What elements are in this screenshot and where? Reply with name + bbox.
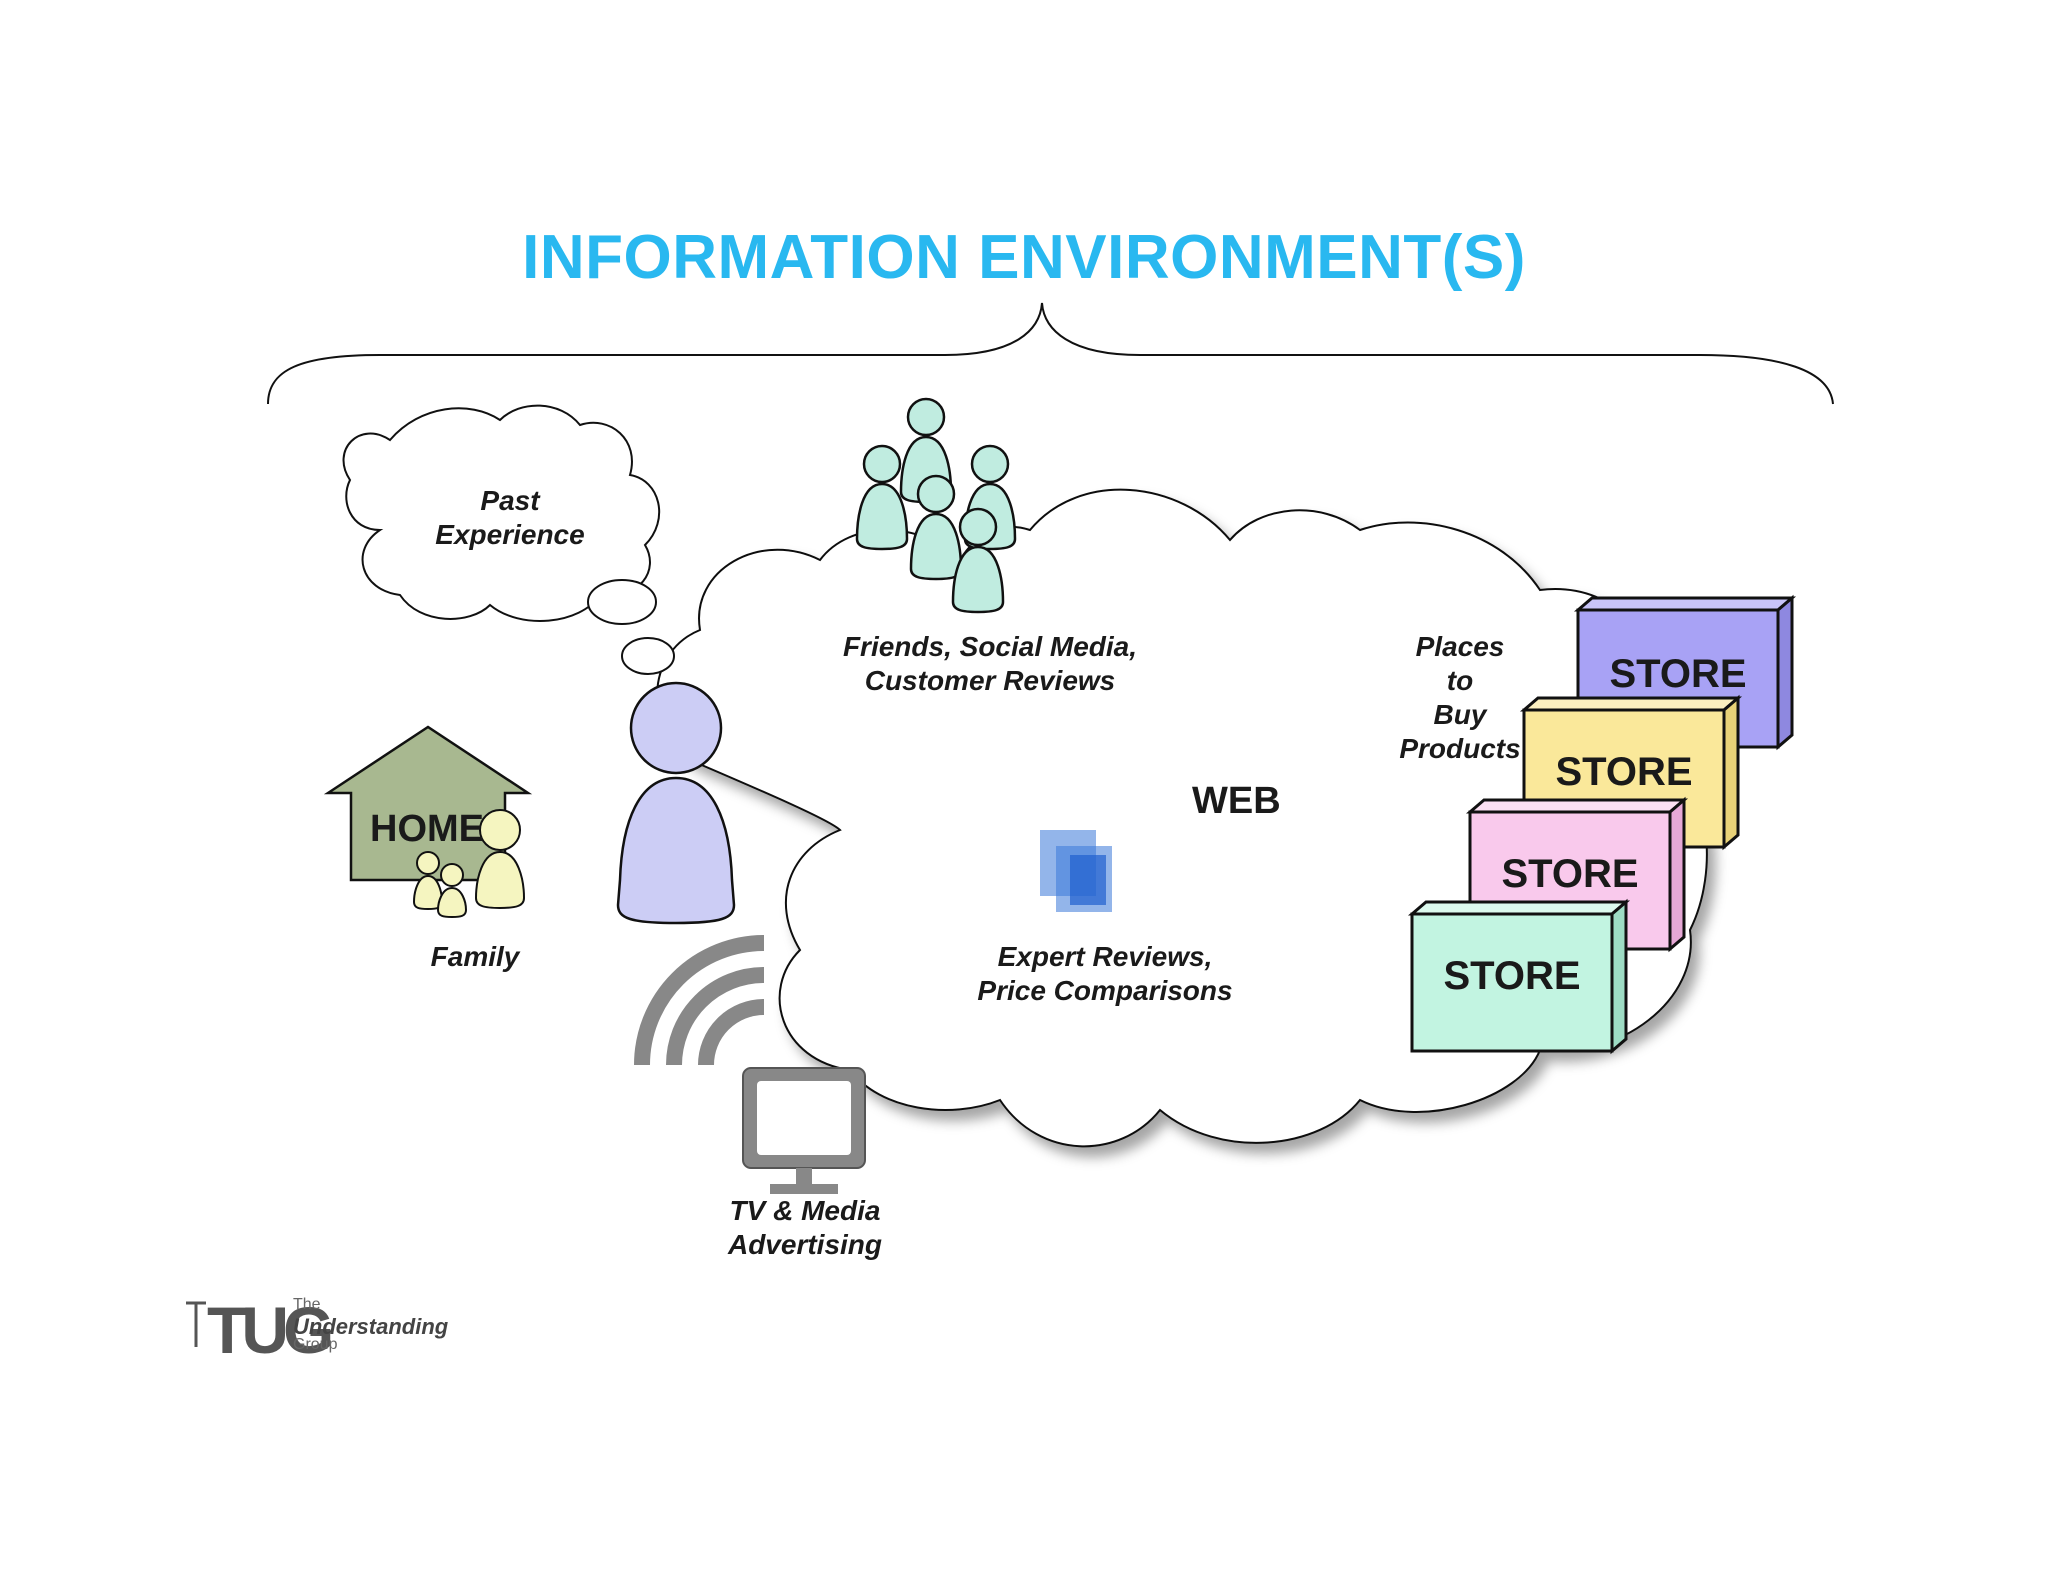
family-icon (412, 809, 526, 919)
page-title: INFORMATION ENVIRONMENT(S) (522, 223, 1526, 292)
label-friends: Friends, Social Media, Customer Reviews (842, 631, 1138, 696)
logo-letters: TUG (207, 1293, 334, 1367)
label-places: Places to Buy Products (1399, 631, 1521, 764)
label-family: Family (430, 941, 520, 972)
tv-icon (742, 1067, 866, 1194)
store-box-1 (1407, 898, 1631, 1055)
label-home: HOME (370, 808, 484, 850)
friends-group-icon (855, 397, 1017, 614)
store-label-4: STORE (1609, 652, 1747, 696)
person-icon (616, 681, 736, 925)
logo-line-the: The (293, 1296, 321, 1313)
logo-line-group: Group (293, 1336, 338, 1353)
logo-line-understanding: Understanding (293, 1314, 449, 1339)
store-label-2: STORE (1501, 852, 1639, 896)
curly-brace (267, 302, 1834, 405)
store-label-1: STORE (1443, 954, 1581, 998)
thought-cloud (342, 404, 675, 675)
label-tv: TV & Media Advertising (727, 1195, 883, 1260)
label-past-experience: Past Experience (435, 485, 585, 550)
broadcast-waves-icon (634, 935, 765, 1066)
label-web: WEB (1192, 780, 1281, 822)
home-icon (323, 725, 533, 919)
logo-mark (186, 1301, 206, 1347)
expert-reviews-icon (1040, 830, 1112, 912)
label-expert: Expert Reviews, Price Comparisons (977, 941, 1233, 1006)
store-label-3: STORE (1555, 750, 1693, 794)
